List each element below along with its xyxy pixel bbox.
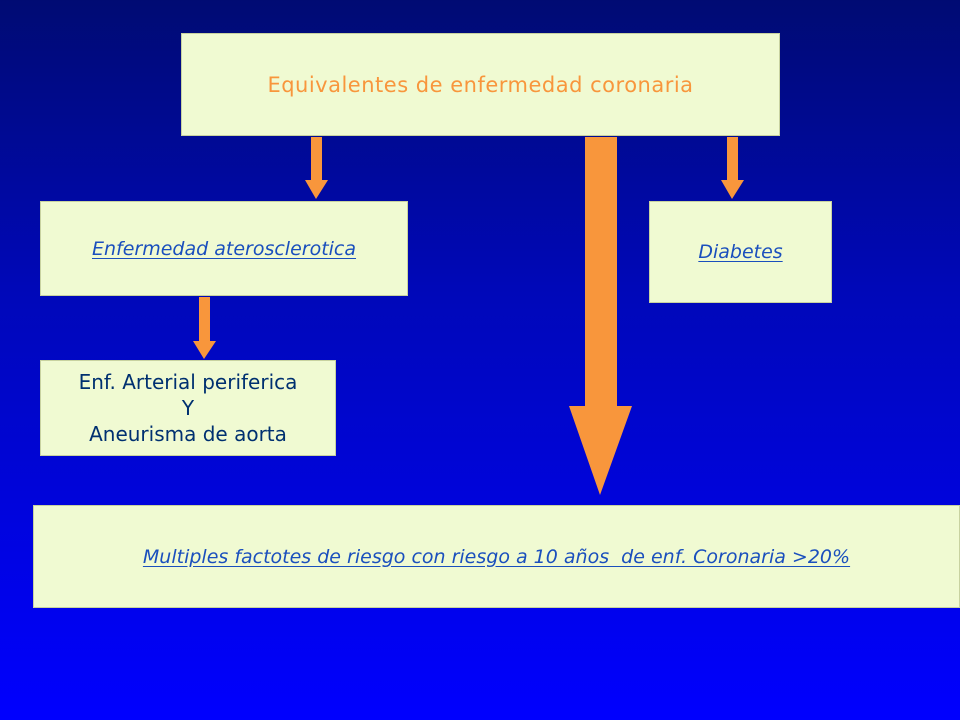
multiple-factors-link[interactable]: Multiples factotes de riesgo con riesgo … bbox=[142, 545, 851, 568]
arrow-title-to-atherosclerotic bbox=[305, 137, 328, 199]
title-text: Equivalentes de enfermedad coronaria bbox=[267, 72, 694, 97]
peripheral-line-1: Enf. Arterial periferica bbox=[78, 370, 298, 394]
title-box: Equivalentes de enfermedad coronaria bbox=[181, 33, 780, 136]
atherosclerotic-link[interactable]: Enfermedad aterosclerotica bbox=[91, 237, 357, 260]
arrow-atherosclerotic-to-peripheral bbox=[193, 297, 216, 359]
arrow-title-to-diabetes bbox=[721, 137, 744, 199]
peripheral-line-2: Y bbox=[181, 396, 195, 420]
peripheral-line-3: Aneurisma de aorta bbox=[89, 422, 287, 446]
multiple-factors-box: Multiples factotes de riesgo con riesgo … bbox=[33, 505, 960, 608]
diabetes-link[interactable]: Diabetes bbox=[698, 241, 783, 263]
peripheral-aneurysm-box: Enf. Arterial periferica Y Aneurisma de … bbox=[40, 360, 336, 456]
atherosclerotic-box: Enfermedad aterosclerotica bbox=[40, 201, 408, 296]
diabetes-box: Diabetes bbox=[649, 201, 832, 303]
arrow-title-to-multiple-factors bbox=[569, 137, 632, 495]
